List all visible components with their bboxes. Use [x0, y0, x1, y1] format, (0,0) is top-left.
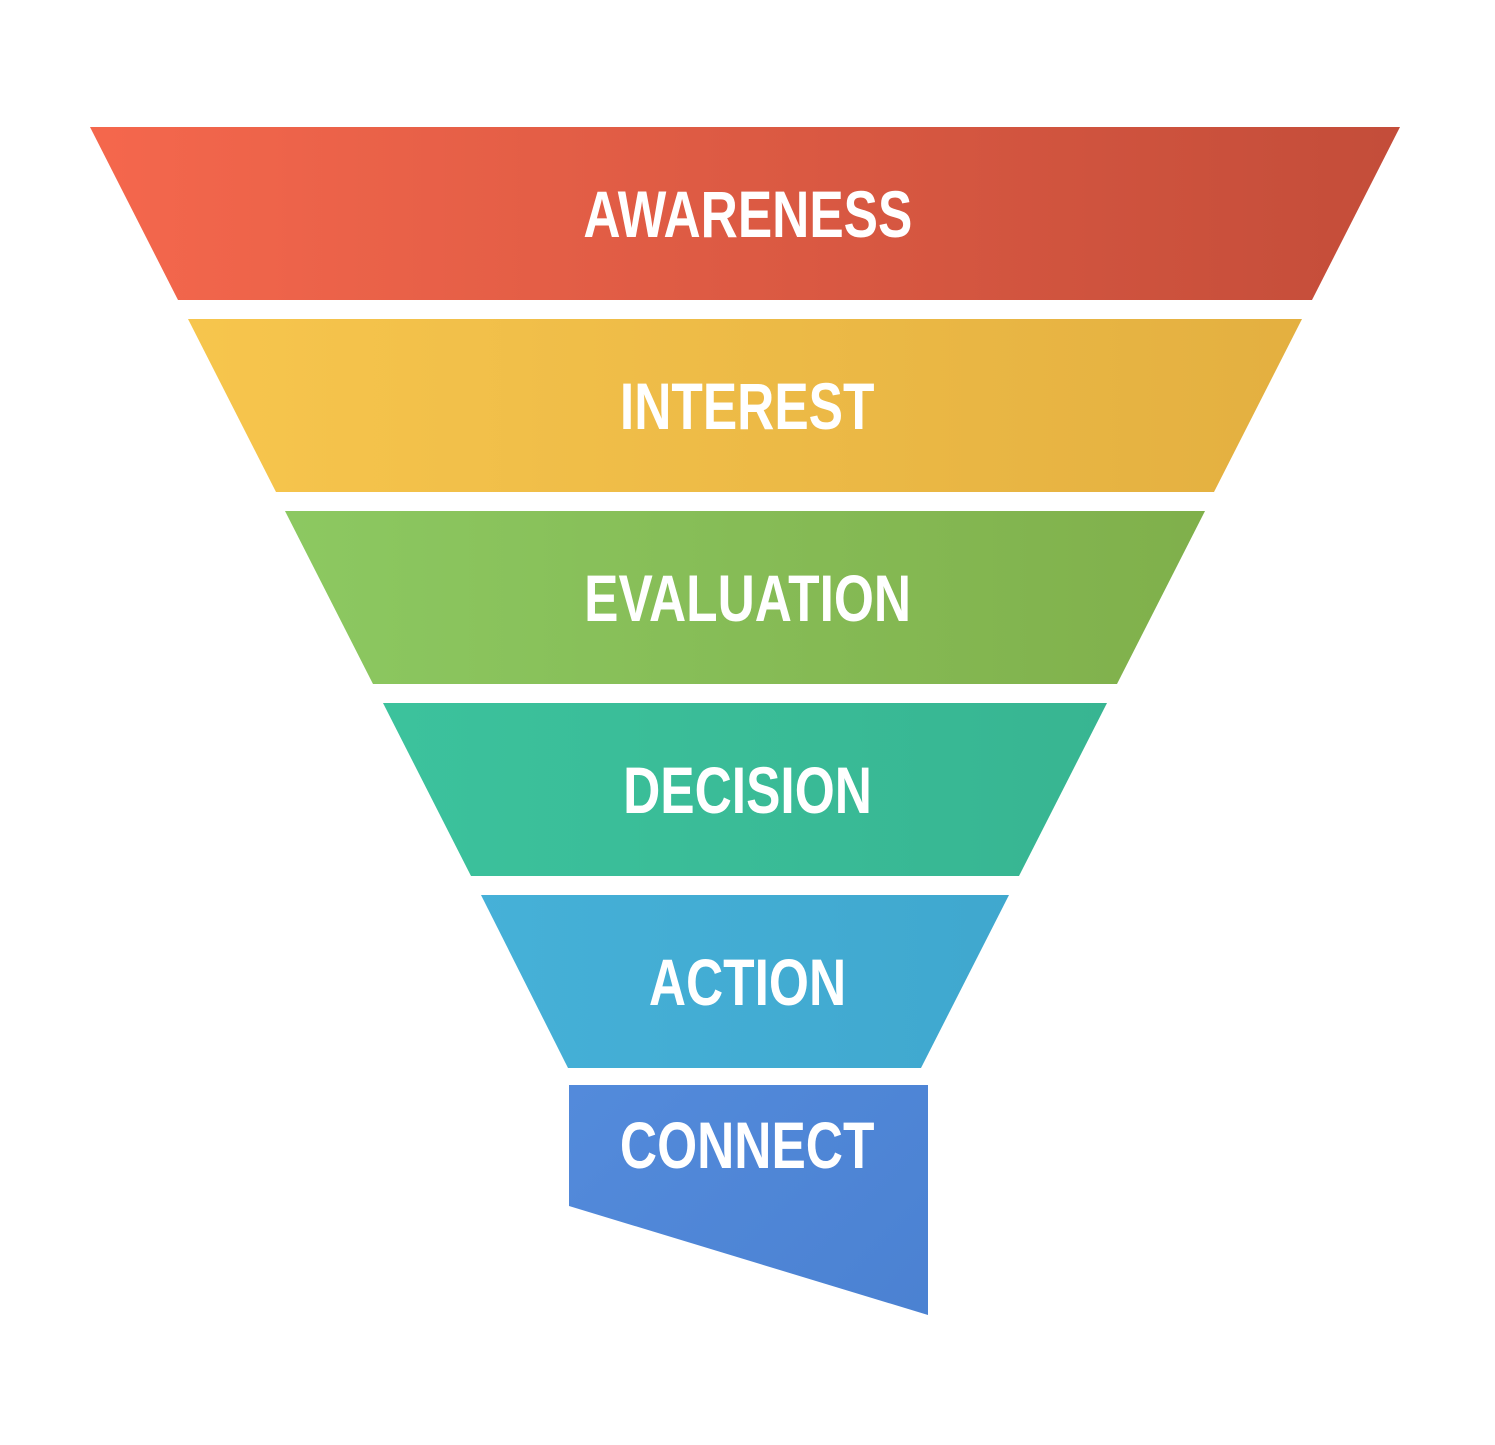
funnel-stage-label: ACTION [648, 944, 847, 1019]
funnel-stage-label: AWARENESS [583, 176, 912, 251]
funnel-stage-label: CONNECT [620, 1108, 875, 1182]
funnel-stage-connect: CONNECT [569, 1085, 928, 1315]
funnel-stage-evaluation: EVALUATION [285, 511, 1205, 684]
funnel-stage-interest: INTEREST [188, 319, 1302, 492]
funnel-stage-awareness: AWARENESS [90, 127, 1400, 300]
funnel-stage-action: ACTION [481, 895, 1009, 1068]
funnel-stage-label: INTEREST [620, 368, 875, 443]
funnel-stage-decision: DECISION [383, 703, 1107, 876]
funnel-stage-label: EVALUATION [584, 560, 911, 635]
funnel-stage-label: DECISION [623, 752, 872, 827]
